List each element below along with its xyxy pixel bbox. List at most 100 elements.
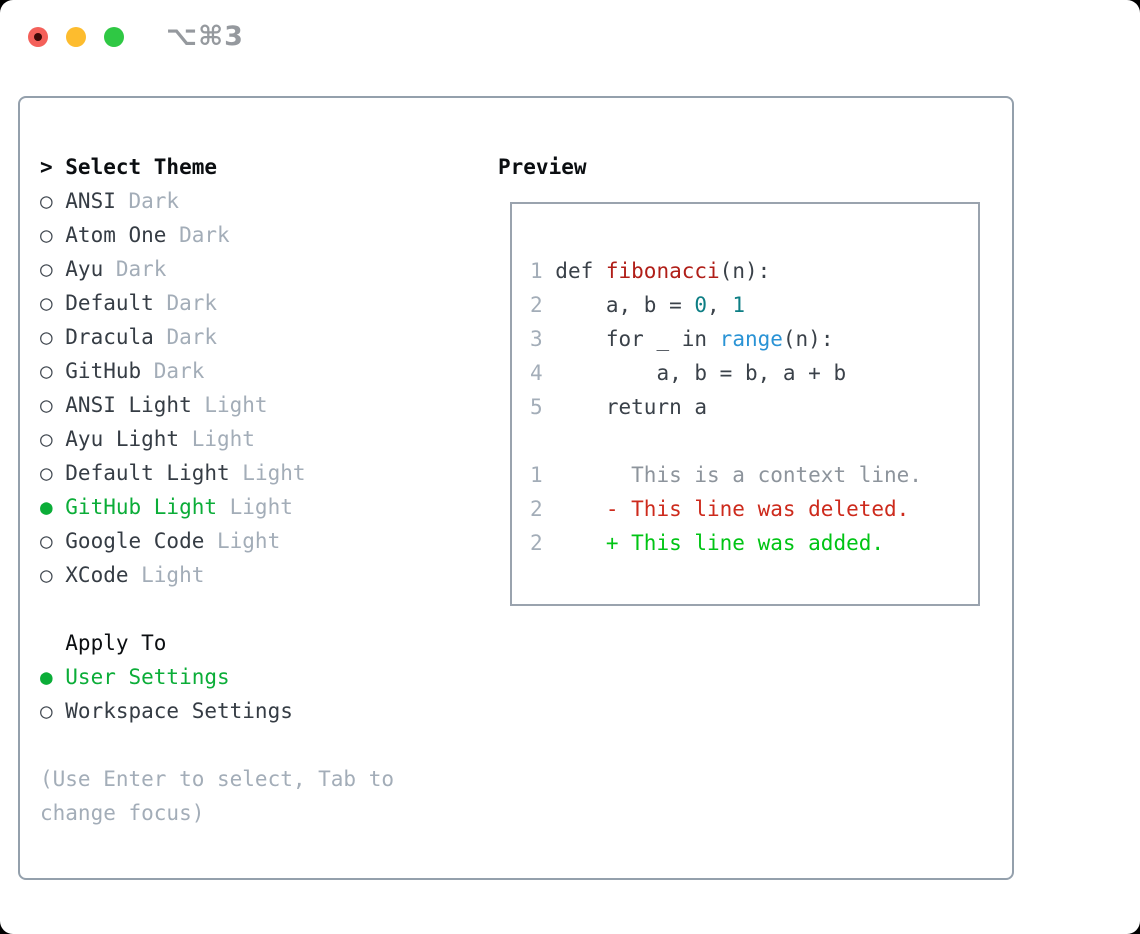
code-line: 1 This is a context line.	[530, 458, 922, 492]
theme-variant-tag: Light	[217, 495, 293, 519]
theme-option[interactable]: ○ Atom One Dark	[40, 218, 450, 252]
code-segment: def	[542, 259, 606, 283]
radio-icon: ○	[40, 223, 53, 247]
zoom-button[interactable]	[104, 27, 124, 47]
theme-variant-tag: Dark	[115, 189, 180, 213]
main-panel: >Select Theme ○ ANSI Dark ○ Atom One Dark ○ A…	[18, 96, 1014, 880]
prompt-caret-icon: >	[40, 155, 53, 179]
apply-option[interactable]: ○ Workspace Settings	[40, 694, 450, 728]
code-segment: range	[719, 327, 783, 351]
code-segment: return a	[542, 395, 708, 419]
theme-option-label: Google Code	[65, 529, 205, 553]
theme-variant-tag: Light	[204, 529, 281, 553]
code-line: 3 for _ in range(n):	[530, 322, 922, 356]
apply-to-list: ● User Settings ○ Workspace Settings	[40, 660, 450, 728]
radio-icon: ○	[40, 427, 53, 451]
theme-option-label: GitHub	[65, 359, 142, 383]
radio-icon: ○	[40, 461, 53, 485]
radio-icon: ○	[40, 359, 53, 383]
theme-option[interactable]: ○ XCode Light	[40, 558, 450, 592]
theme-option[interactable]: ○GitHub Dark	[40, 354, 450, 388]
theme-option-label: ANSI Light	[65, 393, 192, 417]
line-number: 5	[530, 395, 543, 419]
code-line: 2 - This line was deleted.	[530, 492, 922, 526]
theme-option-label: GitHub Light	[65, 495, 217, 519]
close-button[interactable]	[28, 27, 48, 47]
theme-option-label: Atom One	[65, 223, 167, 247]
code-segment: fibonacci	[605, 259, 720, 283]
code-segment: a, b = b, a + b	[542, 361, 847, 385]
theme-option-label: Ayu Light	[65, 427, 180, 451]
code-line	[530, 424, 922, 458]
code-segment: ,	[707, 293, 733, 317]
radio-icon: ○	[40, 393, 53, 417]
line-number: 4	[530, 361, 543, 385]
line-number: 2	[530, 293, 543, 317]
preview-title: Preview	[498, 155, 587, 179]
theme-option[interactable]: ○ ANSI Dark	[40, 184, 450, 218]
line-number: 1	[530, 259, 543, 283]
theme-option-label: Default Light	[65, 461, 230, 485]
theme-option-label: XCode	[65, 563, 129, 587]
code-line: 4 a, b = b, a + b	[530, 356, 922, 390]
radio-icon: ○	[40, 291, 53, 315]
hint-text: (Use Enter to select, Tab to change focu…	[40, 767, 395, 825]
theme-variant-tag: Dark	[153, 291, 218, 315]
code-line: 2 a, b = 0, 1	[530, 288, 922, 322]
theme-option[interactable]: ○ Ayu Dark	[40, 252, 450, 286]
theme-option[interactable]: ○Dracula Dark	[40, 320, 450, 354]
line-number: 2	[530, 531, 543, 555]
theme-variant-tag: Dark	[103, 257, 167, 281]
code-segment: This is a context line.	[542, 463, 922, 487]
theme-option-label: Default	[65, 291, 154, 315]
theme-variant-tag: Dark	[166, 223, 230, 247]
theme-variant-tag: Light	[229, 461, 306, 485]
theme-option[interactable]: ○ Default Light Light	[40, 456, 450, 490]
theme-option-label: ANSI	[65, 189, 116, 213]
code-segment: + This line was added.	[542, 531, 885, 555]
code-segment: (n):	[782, 327, 834, 351]
apply-option[interactable]: ● User Settings	[40, 660, 450, 694]
theme-variant-tag: Light	[191, 393, 268, 417]
code-segment: 1	[732, 293, 745, 317]
line-number: 2	[530, 497, 543, 521]
spacer	[40, 728, 450, 762]
theme-variant-tag: Light	[179, 427, 255, 451]
picker-header: >Select Theme	[40, 150, 450, 184]
theme-picker: >Select Theme ○ ANSI Dark ○ Atom One Dark ○ A…	[40, 150, 450, 830]
theme-option[interactable]: ● GitHub Light Light	[40, 490, 450, 524]
code-segment: a, b =	[542, 293, 695, 317]
apply-option-label: Workspace Settings	[65, 699, 293, 723]
window-title-shortcut: ⌥⌘3	[166, 21, 244, 52]
line-number: 1	[530, 463, 543, 487]
spacer	[40, 592, 450, 626]
titlebar: ⌥⌘3	[0, 0, 1140, 75]
theme-option[interactable]: ○Google Code Light	[40, 524, 450, 558]
code-line: 1 def fibonacci(n):	[530, 254, 922, 288]
radio-icon: ○	[40, 563, 53, 587]
theme-option-label: Ayu	[65, 257, 104, 281]
apply-option-label: User Settings	[65, 665, 230, 689]
radio-selected-icon: ●	[40, 495, 53, 519]
theme-variant-tag: Dark	[153, 325, 218, 349]
radio-icon: ○	[40, 189, 53, 213]
theme-variant-tag: Light	[128, 563, 205, 587]
theme-option[interactable]: ○ Default Dark	[40, 286, 450, 320]
code-segment: (n):	[719, 259, 771, 283]
code-segment: 0	[694, 293, 708, 317]
theme-list: ○ ANSI Dark ○ Atom One Dark ○ Ayu Dark ○ Defaul…	[40, 184, 450, 592]
radio-icon: ○	[40, 257, 53, 281]
code-segment: for _ in	[542, 327, 720, 351]
radio-selected-icon: ●	[40, 665, 53, 689]
theme-option[interactable]: ○ ANSI Light Light	[40, 388, 450, 422]
apply-to-title: Apply To	[65, 631, 167, 655]
line-number: 3	[530, 327, 543, 351]
radio-icon: ○	[40, 699, 53, 723]
minimize-button[interactable]	[66, 27, 86, 47]
theme-option[interactable]: ○ Ayu Light Light	[40, 422, 450, 456]
code-segment: - This line was deleted.	[542, 497, 910, 521]
code-line: 2 + This line was added.	[530, 526, 922, 560]
